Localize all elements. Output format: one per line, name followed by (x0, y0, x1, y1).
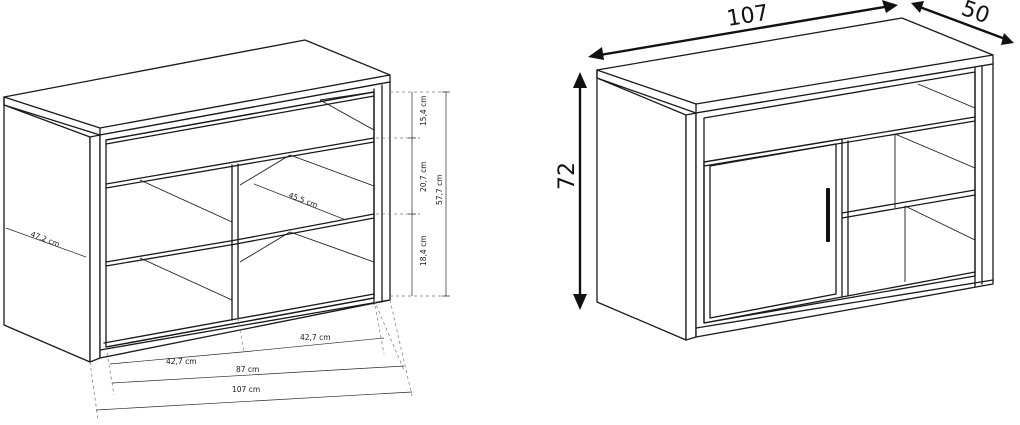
dim-height-label: 72 (555, 162, 580, 190)
dim-inner-height: 57,7 cm (435, 174, 444, 205)
left-front-post (89, 134, 101, 363)
dim-width-left-compartment: 42,7 cm (166, 357, 197, 366)
dim-arrow-width (593, 4, 891, 58)
right-dimensions: 107 50 72 (555, 0, 1014, 310)
right-front-frame (695, 63, 994, 338)
left-side-panel (3, 104, 91, 363)
left-shelf-1 (105, 137, 375, 185)
right-shelf (841, 189, 976, 214)
door-handle (826, 188, 830, 242)
right-cabinet (596, 17, 994, 341)
dim-bottom-compartment: 18,4 cm (419, 235, 428, 266)
right-front-post (685, 112, 697, 341)
dim-total-width: 107 cm (232, 385, 260, 394)
left-cabinet (3, 39, 391, 363)
dim-top-compartment: 15,4 cm (419, 95, 428, 126)
dim-middle-compartment: 20,7 cm (419, 161, 428, 192)
right-side-panel (596, 77, 687, 341)
dim-depth-label: 50 (958, 0, 993, 29)
dim-arrow-depth (916, 4, 1009, 42)
left-shelf-2 (105, 213, 375, 263)
dim-width-right-compartment: 42,7 cm (300, 333, 331, 342)
dim-inner-width: 87 cm (236, 365, 259, 374)
